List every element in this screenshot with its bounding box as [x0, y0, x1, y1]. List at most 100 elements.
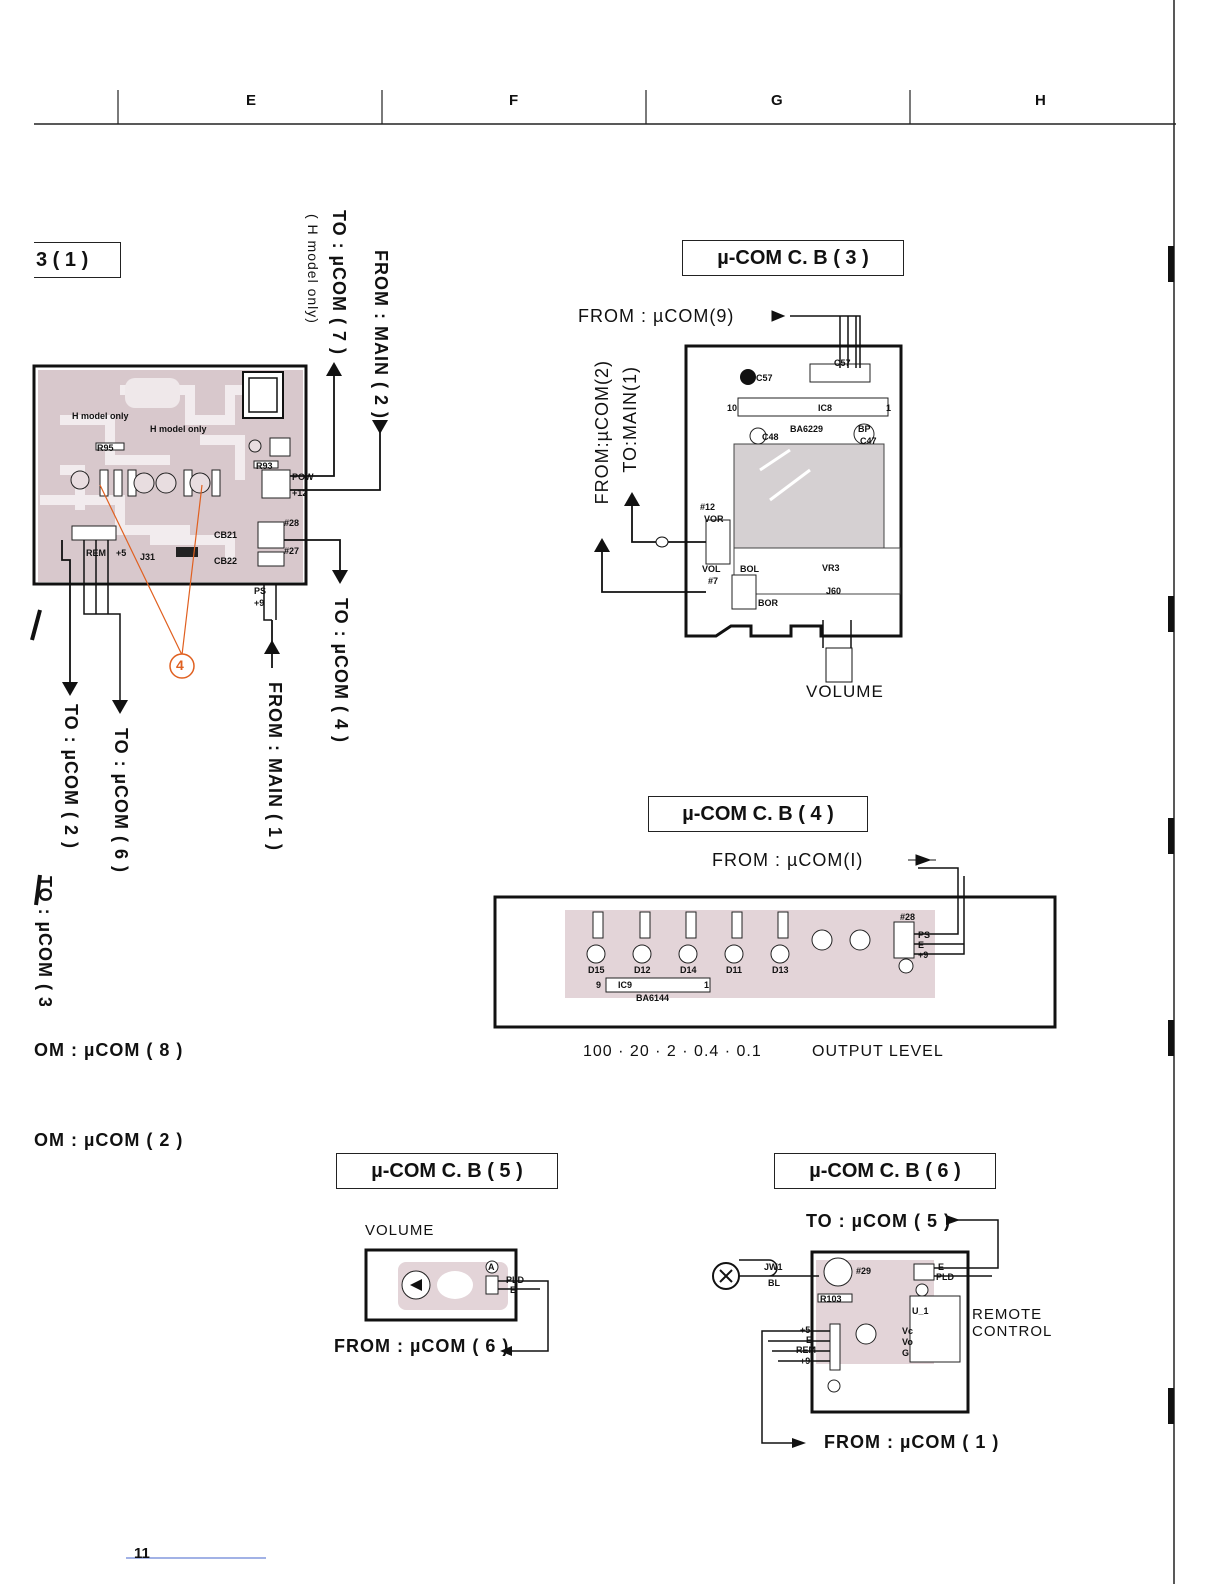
part-label: #29: [856, 1266, 872, 1276]
part-label: CB21: [214, 530, 238, 540]
part-label: BA6144: [636, 993, 670, 1003]
column-label-f: F: [509, 92, 519, 109]
part-label: #7: [708, 576, 719, 586]
part-label: 1: [704, 980, 710, 990]
part-label: A: [488, 1262, 495, 1272]
label-to-ucom3-fragment: TO : µCOM ( 3 ): [35, 876, 55, 1006]
part-label: PLD: [506, 1275, 524, 1285]
part-label: +9: [800, 1356, 811, 1366]
part-label: R103: [820, 1294, 842, 1304]
part-label: PS: [918, 930, 931, 940]
label-volume-b5: VOLUME: [365, 1222, 435, 1239]
part-label: BL: [768, 1278, 780, 1288]
part-label: +9: [254, 598, 265, 608]
label-to-ucom6: TO : µCOM ( 6 ): [111, 728, 131, 874]
part-label: D13: [772, 965, 789, 975]
label-from-ucom1-b4: FROM : µCOM(I): [712, 850, 864, 870]
part-label: +5: [116, 548, 127, 558]
column-label-g: G: [771, 92, 783, 109]
part-label: E: [918, 940, 925, 950]
part-label: VOL: [702, 564, 721, 574]
part-label: +9: [918, 950, 929, 960]
part-label: VR3: [822, 563, 840, 573]
part-label: #27: [284, 546, 300, 556]
part-label: R93: [256, 461, 273, 471]
part-label: C57: [756, 373, 773, 383]
part-label: Vo: [902, 1337, 913, 1347]
part-label: BP: [858, 424, 871, 434]
label-from-ucom8-fragment: OM : µCOM ( 8 ): [34, 1040, 184, 1060]
part-label: 10: [727, 403, 738, 413]
board6-title: µ-COM C. B ( 6 ): [774, 1153, 996, 1189]
part-label: R95: [97, 443, 114, 453]
part-label: #28: [284, 518, 300, 528]
part-label: BOR: [758, 598, 778, 608]
part-label: J60: [826, 586, 842, 596]
part-label: E: [510, 1285, 517, 1295]
part-label: E: [806, 1335, 813, 1345]
part-label: G: [902, 1348, 910, 1358]
edge-tab: [1168, 818, 1174, 854]
part-label: H model only: [72, 411, 129, 421]
label-from-main2: FROM : MAIN ( 2 ): [371, 250, 391, 419]
part-label: D15: [588, 965, 605, 975]
board4-title: µ-COM C. B ( 4 ): [648, 796, 868, 832]
column-label-h: H: [1035, 92, 1046, 109]
edge-tab: [1168, 1388, 1174, 1424]
edge-tab: [1168, 1020, 1174, 1056]
label-volume-b3: VOLUME: [806, 682, 884, 701]
board5-title: µ-COM C. B ( 5 ): [336, 1153, 558, 1189]
part-label: 9: [596, 980, 602, 990]
board6: [712, 1215, 999, 1448]
part-label: PS: [254, 586, 267, 596]
label-from-ucom1-b6: FROM : µCOM ( 1 ): [824, 1432, 1000, 1452]
column-label-e: E: [246, 92, 257, 109]
part-label: BOL: [740, 564, 759, 574]
board1-title-fragment: 3 ( 1 ): [34, 242, 121, 278]
part-label: C48: [762, 432, 779, 442]
part-label: C57: [834, 358, 851, 368]
part-label: JW1: [764, 1262, 783, 1272]
part-label: #28: [900, 912, 916, 922]
edge-tab: [1168, 246, 1174, 282]
label-to-ucom4: TO : µCOM ( 4 ): [331, 598, 351, 744]
label-h-model-only: ( H model only): [305, 214, 321, 324]
label-control: CONTROL: [972, 1323, 1053, 1340]
part-label: +5: [800, 1325, 811, 1335]
part-label: D14: [680, 965, 697, 975]
part-label: #12: [700, 502, 716, 512]
part-label: PLD: [936, 1272, 954, 1282]
part-label: U_1: [912, 1306, 929, 1316]
label-from-ucom2: FROM:µCOM(2): [592, 360, 612, 505]
label-from-ucom2-fragment: OM : µCOM ( 2 ): [34, 1130, 184, 1150]
callout-number: 4: [176, 657, 184, 673]
part-label: J31: [140, 552, 156, 562]
part-label: POW: [292, 472, 314, 482]
part-label: C47: [860, 436, 877, 446]
label-to-ucom7: TO : µCOM ( 7 ): [329, 210, 349, 356]
part-label: IC8: [818, 403, 833, 413]
label-from-main1: FROM : MAIN ( 1 ): [265, 682, 285, 851]
label-from-ucom6: FROM : µCOM ( 6 ): [334, 1336, 510, 1356]
left-board: [30, 362, 388, 906]
part-label: E: [938, 1262, 945, 1272]
board3-title: µ-COM C. B ( 3 ): [682, 240, 904, 276]
part-label: 1: [886, 403, 892, 413]
label-from-ucom9: FROM : µCOM(9): [578, 306, 735, 326]
part-label: REM: [796, 1345, 816, 1355]
part-label: IC9: [618, 980, 633, 990]
part-label: REM: [86, 548, 106, 558]
part-label: VOR: [704, 514, 724, 524]
part-label: +12: [292, 488, 308, 498]
output-level-scale: 100 · 20 · 2 · 0.4 · 0.1: [583, 1043, 762, 1060]
label-to-ucom5: TO : µCOM ( 5 ): [806, 1211, 952, 1231]
board3: [594, 310, 903, 683]
board4: [493, 854, 1057, 1029]
part-label: D11: [726, 965, 743, 975]
part-label: CB22: [214, 556, 238, 566]
part-label: BA6229: [790, 424, 824, 434]
output-level-label: OUTPUT LEVEL: [812, 1043, 944, 1060]
page-number: 11: [134, 1545, 150, 1562]
label-remote: REMOTE: [972, 1306, 1043, 1323]
